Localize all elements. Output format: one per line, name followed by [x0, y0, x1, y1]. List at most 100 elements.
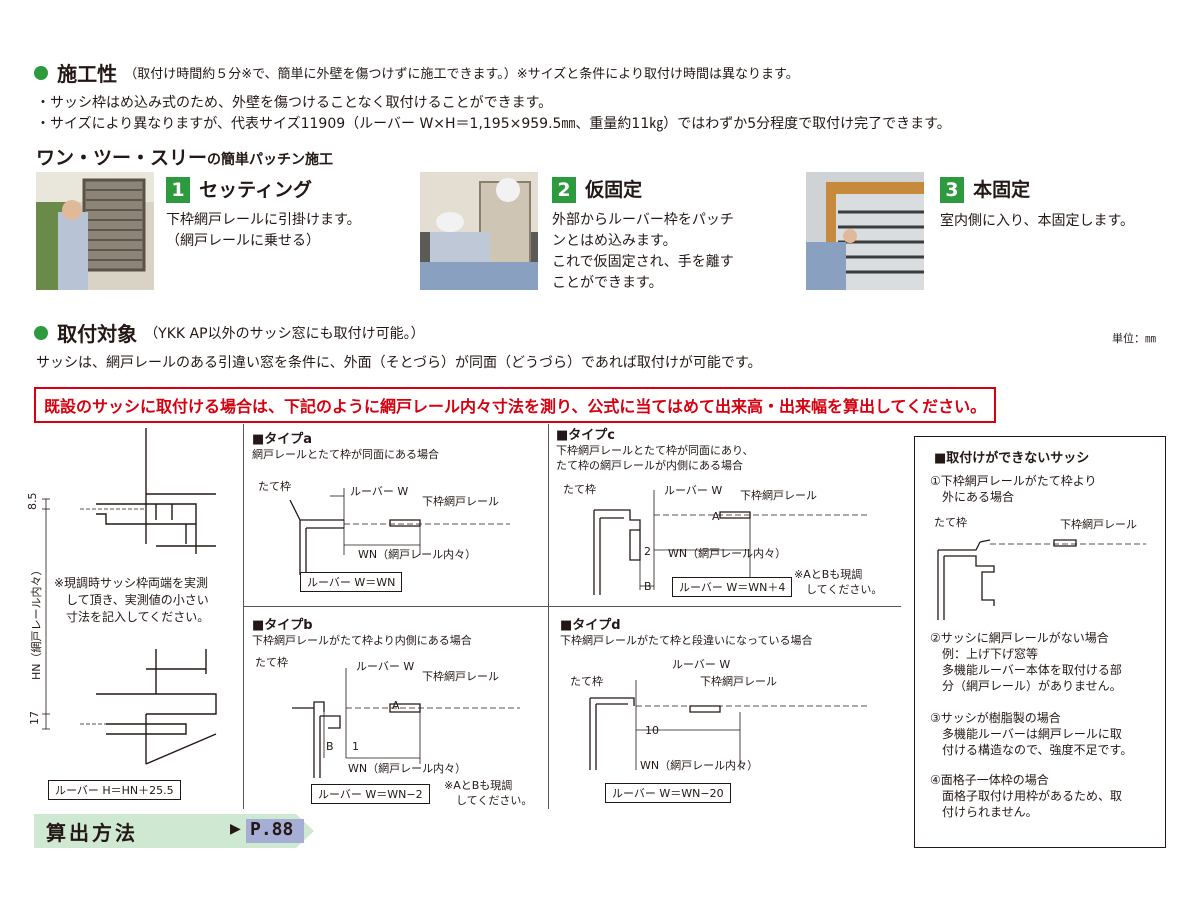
type-a-frame-label: たて枠	[258, 480, 291, 493]
steps-heading: ワン・ツー・スリーの簡単パッチン施工	[36, 143, 333, 170]
calc-band[interactable]: 算出方法 ▶ P.88	[34, 814, 314, 848]
step-1-photo	[36, 172, 154, 290]
type-b-note-1: ※AとBも現調	[444, 779, 513, 792]
cannot-drawing	[926, 520, 1156, 620]
type-b-wn-label: WN（網戸レール内々）	[348, 762, 467, 775]
type-c-note-2: してください。	[806, 583, 883, 596]
ease-heading: 施工性 （取付け時間約５分※で、簡単に外壁を傷つけずに施工できます。）※サイズと…	[34, 58, 799, 87]
type-c-desc-1: 下枠網戸レールとたて枠が同面にあり、	[556, 444, 754, 457]
step-3-number: 3	[940, 177, 964, 203]
type-b-block: ■タイプb 下枠網戸レールがたて枠より内側にある場合	[252, 614, 472, 648]
step-3-title: 本固定	[973, 179, 1031, 201]
step-2-line-1: 外部からルーバー枠をパッチ	[552, 212, 734, 228]
type-a-drawing	[260, 480, 540, 580]
cannot-item-1-b: 外にある場合	[942, 490, 1015, 504]
cannot-item-4-b: 面格子取付け用枠があるため、取	[942, 789, 1123, 803]
type-d-title: ■タイプd	[560, 618, 621, 633]
target-title: 取付対象	[57, 322, 138, 346]
type-c-drawing: A	[580, 490, 880, 600]
left-note: ※現調時サッシ枠両端を実測 して頂き、実測値の小さい 寸法を記入してください。	[54, 575, 209, 626]
dim-17: 17	[28, 711, 41, 725]
type-c-note-1: ※AとBも現調	[794, 568, 863, 581]
step-3-desc: 室内側に入り、本固定します。	[940, 210, 1134, 230]
type-d-drawing	[580, 680, 880, 780]
type-b-formula: ルーバー W＝WN−2	[311, 784, 430, 804]
type-c-desc-2: たて枠の網戸レールが内側にある場合	[556, 459, 743, 472]
steps-heading-emph: ワン・ツー・スリー	[36, 147, 208, 169]
ease-title: 施工性	[57, 62, 118, 86]
step-2-header: 2 仮固定	[552, 175, 642, 203]
bullet-dot-icon	[34, 65, 48, 80]
type-c-dim-2: 2	[644, 545, 651, 558]
step-2-photo	[420, 172, 538, 290]
type-b-note: ※AとBも現調 してください。	[444, 778, 532, 808]
type-a-block: ■タイプa 網戸レールとたて枠が同面にある場合	[252, 428, 439, 462]
left-note-2: して頂き、実測値の小さい	[66, 593, 209, 607]
step-2-line-3: これで仮固定され、手を離す	[552, 254, 734, 270]
divider-horizontal	[243, 606, 901, 607]
cannot-item-2-a: ②サッシに網戸レールがない場合	[930, 631, 1109, 645]
divider-vertical-2	[548, 424, 549, 809]
type-b-dim-a: A	[392, 699, 400, 712]
cannot-item-3: ③サッシが樹脂製の場合 多機能ルーバーは網戸レールに取 付ける構造なので、強度不…	[930, 710, 1132, 758]
type-d-block: ■タイプd 下枠網戸レールがたて枠と段違いになっている場合	[560, 614, 812, 648]
step-1-line-1: 下枠網戸レールに引掛けます。	[166, 212, 361, 228]
step-1-header: 1 セッティング	[166, 175, 312, 203]
ease-bullet-2: ・サイズにより異なりますが、代表サイズ11909（ルーバー W×H＝1,195×…	[36, 116, 951, 132]
target-heading: 取付対象 （YKK AP以外のサッシ窓にも取付け可能。）	[34, 318, 425, 347]
type-c-louver-label: ルーバー W	[664, 484, 723, 497]
type-b-dim-b: B	[326, 740, 334, 753]
step-1-desc: 下枠網戸レールに引掛けます。 （網戸レールに乗せる）	[166, 210, 361, 252]
type-c-rail-label: 下枠網戸レール	[740, 489, 817, 502]
type-b-rail-label: 下枠網戸レール	[422, 670, 499, 683]
type-a-wn-label: WN（網戸レール内々）	[358, 548, 477, 561]
step-1-line-2: （網戸レールに乗せる）	[166, 233, 320, 249]
type-d-formula: ルーバー W＝WN−20	[605, 783, 731, 803]
type-c-note: ※AとBも現調 してください。	[794, 567, 882, 597]
unit-label: 単位：㎜	[1112, 332, 1156, 345]
type-b-note-2: してください。	[456, 794, 533, 807]
step-2-desc: 外部からルーバー枠をパッチ ンとはめ込みます。 これで仮固定され、手を離す こと…	[552, 210, 734, 294]
type-a-formula: ルーバー W＝WN	[300, 572, 403, 592]
step-3-header: 3 本固定	[940, 175, 1030, 203]
type-b-louver-label: ルーバー W	[356, 660, 415, 673]
left-note-1: ※現調時サッシ枠両端を実測	[54, 576, 209, 590]
cannot-item-4-a: ④面格子一体枠の場合	[930, 773, 1049, 787]
steps-heading-rest: の簡単パッチン施工	[207, 152, 334, 168]
type-c-dim-b: B	[644, 580, 652, 593]
cannot-frame-label: たて枠	[934, 516, 967, 529]
ease-note: （取付け時間約５分※で、簡単に外壁を傷つけずに施工できます。）※サイズと条件によ…	[124, 67, 799, 82]
cannot-item-1: ①下枠網戸レールがたて枠より 外にある場合	[930, 473, 1097, 505]
cannot-item-1-a: ①下枠網戸レールがたて枠より	[930, 474, 1097, 488]
type-d-rail-label: 下枠網戸レール	[700, 675, 777, 688]
type-b-title: ■タイプb	[252, 618, 313, 633]
cannot-item-2-c: 多機能ルーバー本体を取付ける部	[942, 663, 1122, 677]
type-d-frame-label: たて枠	[570, 675, 603, 688]
left-height-diagram	[36, 424, 236, 804]
cannot-item-4-c: 付けられません。	[942, 805, 1038, 819]
type-a-louver-label: ルーバー W	[350, 485, 409, 498]
step-3-photo	[806, 172, 924, 290]
type-d-desc: 下枠網戸レールがたて枠と段違いになっている場合	[560, 634, 813, 647]
calc-page-link[interactable]: P.88	[250, 819, 294, 840]
step-2-title: 仮固定	[585, 179, 643, 201]
ease-bullet-1: ・サッシ枠はめ込み式のため、外壁を傷つけることなく取付けることができます。	[36, 95, 553, 111]
play-arrow-icon: ▶	[230, 821, 241, 837]
cannot-item-3-a: ③サッシが樹脂製の場合	[930, 711, 1061, 725]
type-d-louver-label: ルーバー W	[672, 658, 731, 671]
type-b-frame-label: たて枠	[255, 656, 288, 669]
type-c-block: ■タイプc 下枠網戸レールとたて枠が同面にあり、 たて枠の網戸レールが内側にある…	[556, 424, 754, 473]
step-3-line-1: 室内側に入り、本固定します。	[940, 213, 1135, 229]
divider-vertical-1	[243, 424, 244, 809]
cannot-title: ■取付けができないサッシ	[934, 451, 1090, 466]
step-2-number: 2	[552, 177, 576, 203]
step-2-line-4: ことができます。	[552, 275, 663, 291]
type-d-dim-10: 10	[645, 724, 659, 737]
cannot-box	[914, 436, 1166, 848]
target-desc: サッシは、網戸レールのある引違い窓を条件に、外面（そとづら）が同面（どうづら）で…	[36, 355, 762, 371]
bullet-dot-icon	[34, 325, 48, 340]
type-a-title: ■タイプa	[252, 432, 313, 447]
type-c-formula: ルーバー W＝WN＋4	[672, 577, 793, 597]
type-a-desc: 網戸レールとたて枠が同面にある場合	[252, 448, 439, 461]
type-c-wn-label: WN（網戸レール内々）	[668, 547, 787, 560]
